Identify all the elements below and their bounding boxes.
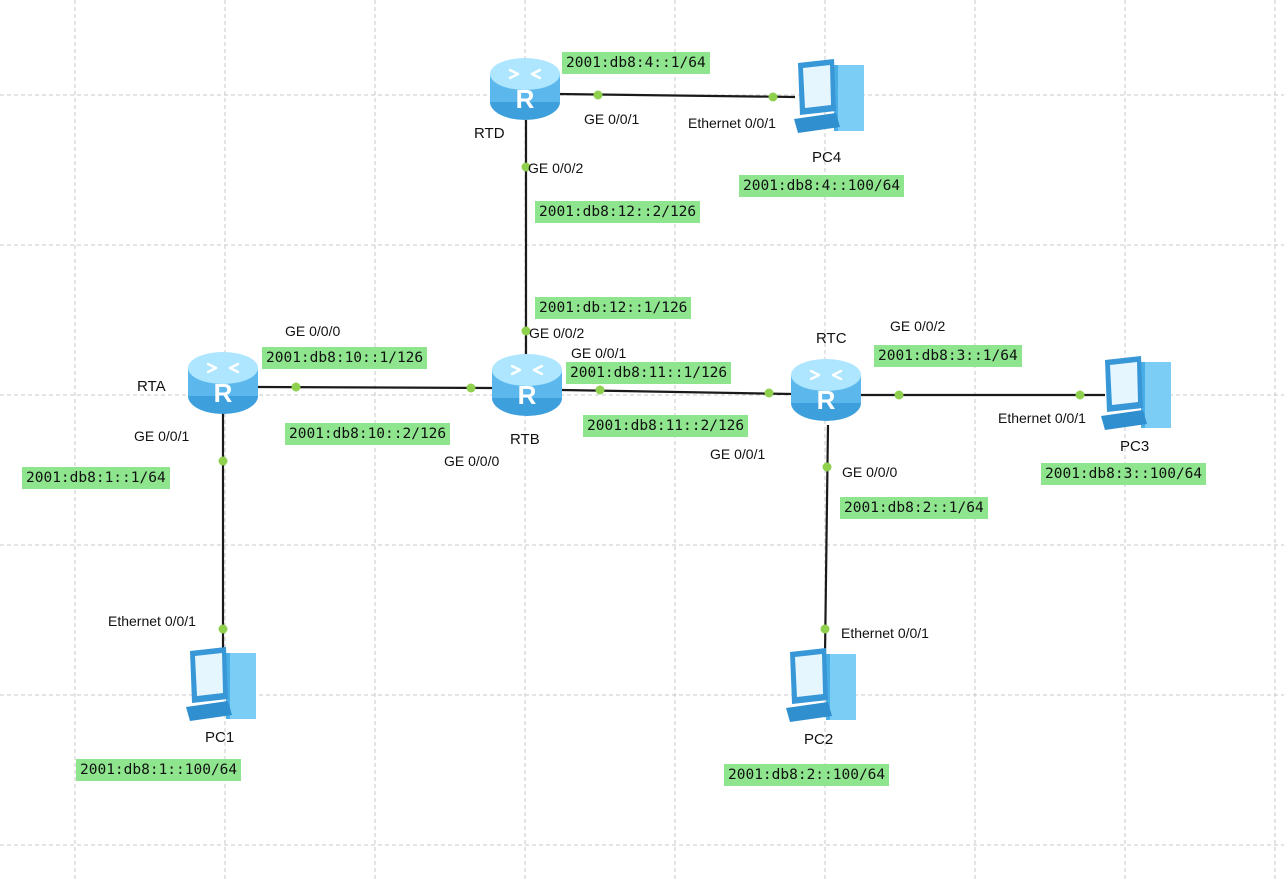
port-dot-pc1-eth (218, 624, 228, 634)
addr-rtd-ge001: 2001:db8:4::1/64 (562, 52, 710, 74)
port-rtb-ge001: GE 0/0/1 (571, 345, 627, 361)
svg-text:R: R (516, 84, 535, 114)
pc-label-pc4: PC4 (812, 149, 842, 166)
pc-pc2[interactable] (782, 646, 862, 724)
port-dot-pc2-eth (820, 624, 830, 634)
port-dot-rtc-ge002 (894, 390, 904, 400)
pc-icon (186, 647, 256, 721)
port-rtc-ge002: GE 0/0/2 (890, 318, 946, 334)
router-icon: R (188, 352, 258, 414)
router-icon: R (490, 58, 560, 120)
svg-text:R: R (518, 380, 537, 410)
port-pc2-eth: Ethernet 0/0/1 (841, 625, 929, 641)
port-dot-rta-ge000 (291, 382, 301, 392)
router-label-rtb: RTB (510, 431, 540, 448)
port-rta-ge001: GE 0/0/1 (134, 428, 190, 444)
pc-pc4[interactable] (790, 57, 870, 135)
port-rtc-ge001: GE 0/0/1 (710, 446, 766, 462)
link-rtc-pc2 (823, 424, 830, 656)
port-dot-rtc-ge001 (764, 388, 774, 398)
pc-pc1[interactable] (182, 645, 262, 723)
port-rtb-ge002: GE 0/0/2 (529, 325, 585, 341)
addr-pc2: 2001:db8:2::100/64 (724, 764, 890, 786)
router-icon: R (492, 354, 562, 416)
addr-rtc-ge000: 2001:db8:2::1/64 (840, 497, 988, 519)
port-rtb-ge000: GE 0/0/0 (444, 453, 500, 469)
pc-icon (786, 648, 856, 722)
addr-rtd-ge002: 2001:db8:12::2/126 (535, 201, 701, 223)
addr-rtb-ge000: 2001:db8:10::2/126 (285, 423, 451, 445)
addr-rta-ge000: 2001:db8:10::1/126 (262, 347, 428, 369)
addr-pc3: 2001:db8:3::100/64 (1041, 463, 1207, 485)
port-dot-rtb-ge002 (521, 326, 531, 336)
svg-text:R: R (817, 385, 836, 415)
pc-label-pc2: PC2 (804, 731, 834, 748)
port-rta-ge000: GE 0/0/0 (285, 323, 341, 339)
port-rtd-ge002: GE 0/0/2 (528, 160, 584, 176)
svg-text:R: R (214, 378, 233, 408)
addr-rta-ge001: 2001:db8:1::1/64 (22, 467, 170, 489)
addr-pc1: 2001:db8:1::100/64 (76, 759, 242, 781)
router-rta[interactable]: R (186, 350, 260, 416)
addr-rtb-ge002: 2001:db:12::1/126 (535, 297, 692, 319)
port-rtd-ge001: GE 0/0/1 (584, 111, 640, 127)
port-dot-rta-ge001 (218, 456, 228, 466)
addr-rtc-ge001: 2001:db8:11::2/126 (583, 415, 749, 437)
pc-icon (1101, 356, 1171, 430)
addr-rtc-ge002: 2001:db8:3::1/64 (874, 345, 1022, 367)
pc-label-pc3: PC3 (1120, 438, 1150, 455)
port-dot-pc4-eth (768, 92, 778, 102)
port-pc1-eth: Ethernet 0/0/1 (108, 613, 196, 629)
port-dot-pc3-eth (1075, 390, 1085, 400)
port-dot-rtd-ge002 (521, 162, 531, 172)
router-label-rtc: RTC (816, 330, 847, 347)
router-label-rta: RTA (137, 378, 166, 395)
port-pc4-eth: Ethernet 0/0/1 (688, 115, 776, 131)
port-pc3-eth: Ethernet 0/0/1 (998, 410, 1086, 426)
port-dot-rtc-ge000 (822, 462, 832, 472)
pc-label-pc1: PC1 (205, 729, 235, 746)
port-dot-rtb-ge000 (466, 383, 476, 393)
router-rtb[interactable]: R (490, 352, 564, 418)
router-icon: R (791, 359, 861, 421)
router-rtd[interactable]: R (488, 56, 562, 122)
port-dot-rtb-ge001 (595, 385, 605, 395)
router-rtc[interactable]: R (789, 357, 863, 423)
port-dot-rtd-ge001 (593, 90, 603, 100)
pc-icon (794, 59, 864, 133)
port-rtc-ge000: GE 0/0/0 (842, 464, 898, 480)
addr-rtb-ge001: 2001:db8:11::1/126 (566, 362, 732, 384)
pc-pc3[interactable] (1097, 354, 1177, 432)
addr-pc4: 2001:db8:4::100/64 (739, 175, 905, 197)
router-label-rtd: RTD (474, 125, 505, 142)
